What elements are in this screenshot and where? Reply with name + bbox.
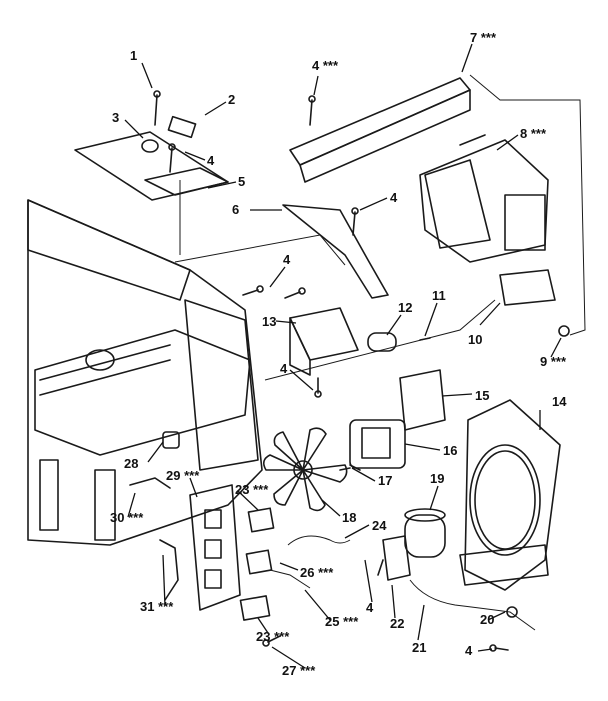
capacitor-bracket: [289, 307, 431, 398]
callout-26: 26 ***: [300, 565, 334, 580]
callout-4a: 4: [207, 153, 215, 168]
mounting-screws: [242, 285, 509, 652]
callout-16: 16: [443, 443, 457, 458]
callout-7: 7 ***: [470, 30, 497, 45]
callout-4b: 4 ***: [312, 58, 339, 73]
callout-9: 9 ***: [540, 354, 567, 369]
callout-4e: 4: [280, 361, 288, 376]
callout-labels: 1 2 3 4 5 4 *** 7 *** 8 *** 6 4 4 13 12 …: [110, 30, 567, 678]
top-plate-assembly: [74, 90, 229, 201]
callout-2: 2: [228, 92, 235, 107]
callout-21: 21: [412, 640, 426, 655]
callout-4d: 4: [283, 252, 291, 267]
callout-25: 25 ***: [325, 614, 359, 629]
callout-23b: 23 ***: [256, 629, 290, 644]
callout-22: 22: [390, 616, 404, 631]
callout-27: 27 ***: [282, 663, 316, 678]
hv-capacitor: [382, 508, 536, 631]
callout-31: 31 ***: [140, 599, 174, 614]
callout-19: 19: [430, 471, 444, 486]
oven-cavity: [27, 199, 263, 546]
fan-motor: [349, 369, 446, 471]
leader-lines: [124, 43, 562, 669]
fan-blade: [262, 427, 348, 512]
callout-5: 5: [238, 174, 245, 189]
waveguide-assembly: [282, 77, 471, 299]
callout-23a: 23 ***: [235, 482, 269, 497]
callout-8: 8 ***: [520, 126, 547, 141]
callout-29: 29 ***: [166, 468, 200, 483]
magnetron-transformer: [419, 134, 570, 337]
callout-17: 17: [378, 473, 392, 488]
callout-11: 11: [432, 288, 446, 303]
callout-20: 20: [480, 612, 494, 627]
air-duct: [459, 399, 561, 591]
callout-10: 10: [468, 332, 482, 347]
callout-12: 12: [398, 300, 412, 315]
callout-6: 6: [232, 202, 239, 217]
callout-1: 1: [130, 48, 137, 63]
callout-3: 3: [112, 110, 119, 125]
door-switch-assembly: [129, 431, 351, 647]
callout-4f: 4: [366, 600, 374, 615]
assembly-boundary-lines: [174, 74, 586, 381]
callout-28: 28: [124, 456, 138, 471]
callout-14: 14: [552, 394, 567, 409]
callout-18: 18: [342, 510, 356, 525]
callout-4g: 4: [465, 643, 473, 658]
callout-30: 30 ***: [110, 510, 144, 525]
callout-15: 15: [475, 388, 489, 403]
callout-13: 13: [262, 314, 276, 329]
callout-4c: 4: [390, 190, 398, 205]
callout-24: 24: [372, 518, 387, 533]
